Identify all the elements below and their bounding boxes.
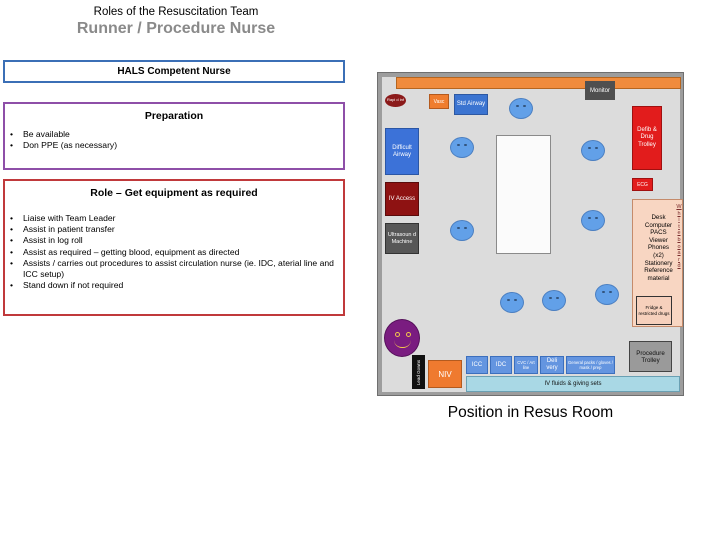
team-member-icon bbox=[509, 98, 533, 119]
team-member-icon bbox=[450, 137, 474, 158]
ecg-machine: ECG bbox=[632, 178, 653, 191]
slide-subtitle: Roles of the Resuscitation Team bbox=[93, 6, 259, 18]
patient-bed bbox=[496, 135, 551, 254]
runner-nurse-icon bbox=[384, 319, 420, 357]
resus-room-floor: Monitor Rapi d inf Vasc Std Airway Diffi… bbox=[382, 77, 683, 392]
whiteboard-label: W h i t e b o a r d bbox=[676, 204, 682, 270]
team-member-icon bbox=[542, 290, 566, 311]
general-packs: General packs / gloves / mask / prep bbox=[566, 356, 615, 374]
bullet-icon: • bbox=[10, 257, 14, 268]
cvc-art-line-kit: CVC / Art line bbox=[514, 356, 538, 374]
role-heading: Role – Get equipment as required bbox=[90, 187, 258, 199]
bullet-icon: • bbox=[10, 213, 14, 223]
desk-contents: Desk Computer PACS Viewer Phones (x2) St… bbox=[644, 214, 673, 282]
diagram-caption: Position in Resus Room bbox=[447, 404, 614, 421]
bullet-icon: • bbox=[10, 129, 14, 139]
defib-drug-trolley: Defib & Drug Trolley bbox=[632, 106, 662, 170]
rapid-infuser: Rapi d inf bbox=[385, 94, 406, 107]
team-member-icon bbox=[450, 220, 474, 241]
difficult-airway-trolley: Difficult Airway bbox=[385, 128, 419, 175]
list-item: •Be available bbox=[10, 129, 70, 139]
fridge-restricted-drugs: Fridge & restricted drugs bbox=[636, 296, 672, 325]
icc-kit: ICC bbox=[466, 356, 488, 374]
preparation-heading: Preparation bbox=[144, 110, 204, 122]
role-list: •Liaise with Team Leader •Assist in pati… bbox=[5, 213, 343, 291]
bullet-icon: • bbox=[10, 140, 14, 151]
preparation-list: •Be available •Don PPE (as necessary) bbox=[5, 129, 343, 151]
delivery-kit: Deli very bbox=[540, 356, 564, 374]
list-item: •Stand down if not required bbox=[10, 280, 124, 291]
niv-machine: NIV bbox=[428, 360, 462, 388]
list-item: •Liaise with Team Leader bbox=[10, 213, 116, 223]
preparation-box: Preparation •Be available •Don PPE (as n… bbox=[3, 102, 345, 170]
vasc-station: Vasc bbox=[429, 94, 449, 109]
slide-title: Runner / Procedure Nurse bbox=[76, 20, 276, 37]
list-item: •Don PPE (as necessary) bbox=[10, 140, 118, 151]
bullet-icon: • bbox=[10, 224, 14, 235]
team-member-icon bbox=[581, 210, 605, 231]
monitor: Monitor bbox=[585, 81, 615, 100]
role-box: Role – Get equipment as required •Liaise… bbox=[3, 179, 345, 316]
team-member-icon bbox=[500, 292, 524, 313]
procedure-trolley: Procedure Trolley bbox=[629, 341, 672, 372]
competency-box: HALS Competent Nurse bbox=[3, 60, 345, 83]
standard-airway-trolley: Std Airway bbox=[454, 94, 488, 115]
list-item: •Assist in log roll bbox=[10, 235, 83, 246]
bullet-icon: • bbox=[10, 280, 14, 291]
bullet-icon: • bbox=[10, 235, 14, 246]
iv-fluids-shelf: IV fluids & giving sets bbox=[466, 376, 680, 392]
wall-bench bbox=[396, 77, 681, 89]
team-member-icon bbox=[595, 284, 619, 305]
bullet-icon: • bbox=[10, 246, 14, 257]
list-item: •Assists / carries out procedures to ass… bbox=[10, 257, 334, 280]
iv-access-trolley: IV Access bbox=[385, 182, 419, 216]
team-member-icon bbox=[581, 140, 605, 161]
desk-area: Desk Computer PACS Viewer Phones (x2) St… bbox=[632, 199, 683, 327]
resus-room-diagram: Monitor Rapi d inf Vasc Std Airway Diffi… bbox=[377, 72, 684, 396]
list-item: •Assist as required – getting blood, equ… bbox=[10, 246, 240, 257]
ultrasound-machine: Ultrasoun d Machine bbox=[385, 223, 419, 254]
idc-kit: IDC bbox=[490, 356, 512, 374]
list-item: •Assist in patient transfer bbox=[10, 224, 115, 235]
lead-gowns: Lead Gowns bbox=[412, 355, 425, 389]
